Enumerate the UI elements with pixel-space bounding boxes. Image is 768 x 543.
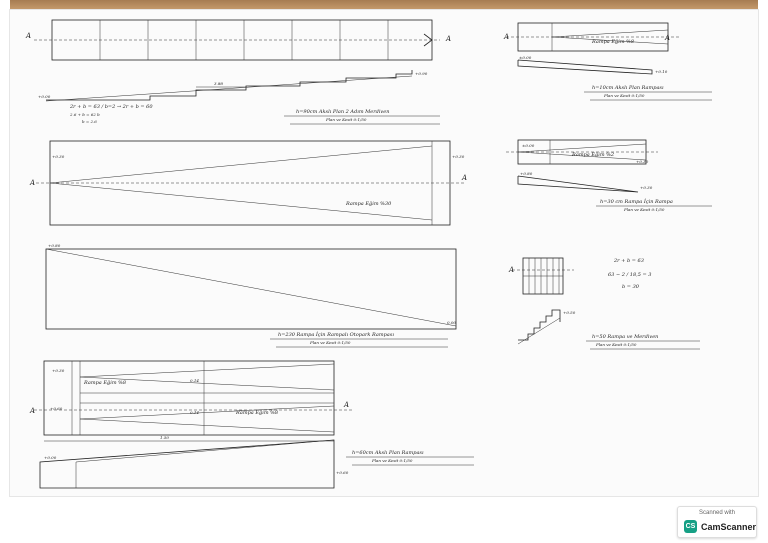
section-axis-label: A (664, 34, 670, 42)
level-label: +0.10 (655, 69, 668, 74)
calc-note: 2.6 + b = 62 b (69, 112, 100, 117)
section-axis-label: A (29, 179, 35, 187)
ramp-large-plan-drawing: A A Rampa Eğim %30 +0.30 +0.30 (29, 140, 467, 226)
level-label: +0.30 (640, 185, 653, 190)
section-axis-label: A (445, 35, 451, 43)
section-axis-label: A (461, 174, 467, 182)
badge-caption: Scanned with (698, 510, 736, 516)
drawing-scale: Plan ve Kesit 0:1/50 (603, 93, 645, 98)
drawing-title: h=50 Rampa ve Merdiven (592, 334, 658, 340)
drawing-title: h=30 cm Rampa İçin Rampa (600, 198, 673, 205)
section-axis-label: A (503, 33, 509, 41)
drawing-scale: Plan ve Kesit 0:1/50 (595, 342, 637, 347)
double-ramp-drawing: A A Rampa Eğim %8 Rampa Eğim %8 +0.60 +0… (29, 360, 474, 489)
dimension-label: 0.14 (190, 378, 199, 383)
ramp-for-ramp-drawing: Rampa Eğim %2 ±0.00 +0.30 +0.80 +0.30 h=… (506, 139, 712, 212)
calc-note: 2r + b = 63 / b=2 → 2r + b = 60 (69, 104, 153, 110)
level-label: +0.60 (336, 470, 349, 475)
table-edge (10, 0, 758, 10)
calc-note: b = 30 (622, 284, 640, 290)
stair-ramp-drawing: A +0.50 2r + b = 63 63 − 2 / 18,5 = 3 b … (508, 257, 700, 350)
ramp-slope-label: Rampa Eğim %8 (235, 409, 278, 416)
parking-ramp-drawing: +0.80 0.00 h=230 Rampa İçin Rampalı Otop… (45, 243, 457, 348)
level-label: ±0.00 (519, 55, 532, 60)
level-label: +0.00 (38, 94, 51, 99)
dimension-label: 3.88 (214, 81, 223, 86)
level-label: +0.30 (52, 154, 65, 159)
dimension-label: 0.14 (190, 410, 199, 415)
level-label: +0.50 (563, 310, 576, 315)
level-label: +0.60 (50, 406, 63, 411)
level-label: +0.30 (52, 368, 65, 373)
level-label: +0.30 (636, 159, 649, 164)
section-axis-label: A (25, 32, 31, 40)
stair-section-drawing: 3.88 +0.90 +0.00 2r + b = 63 / b=2 → 2r … (38, 70, 440, 125)
level-label: 0.00 (447, 320, 456, 325)
dimension-label: 1.50 (160, 435, 169, 440)
calc-note: 63 − 2 / 18,5 = 3 (608, 272, 651, 278)
badge-app-name: CamScanner (701, 521, 757, 532)
camscanner-logo-icon: CS (684, 520, 697, 533)
drawing-sheet (10, 10, 758, 496)
camscanner-badge: Scanned with CS CamScanner (677, 506, 757, 538)
level-label: +0.00 (44, 455, 57, 460)
drawing-scale: Plan ve Kesit 0:1/50 (371, 458, 413, 463)
calc-note: 2r + b = 63 (613, 258, 644, 264)
level-label: +0.80 (48, 243, 61, 248)
drawing-title: h=90cm Akslı Plan 2 Adım Merdiven (296, 109, 389, 115)
ramp-slope-label: Rampa Eğim %8 (591, 38, 634, 45)
ramp-plan-drawing: A A Rampa Eğim %8 ±0.00 +0.10 h=10cm Aks… (503, 22, 712, 101)
stair-plan-drawing: A A (25, 19, 451, 61)
ramp-slope-label: Rampa Eğim %8 (83, 379, 126, 386)
drawing-scale: Plan ve Kesit 0:1/50 (309, 340, 351, 345)
section-axis-label: A (508, 266, 514, 274)
drawing-scale: Plan ve Kesit 0:1/50 (623, 207, 665, 212)
calc-note: b = 2.6 (82, 119, 97, 124)
drawing-scale: Plan ve Kesit 0:1/50 (325, 117, 367, 122)
level-label: +0.90 (415, 71, 428, 76)
ramp-slope-label: Rampa Eğim %30 (345, 200, 392, 207)
section-axis-label: A (343, 401, 349, 409)
ramp-slope-label: Rampa Eğim %2 (571, 151, 614, 158)
drawing-title: h=230 Rampa İçin Rampalı Otopark Rampası (278, 331, 394, 338)
drawing-title: h=10cm Akslı Plan Rampası (592, 85, 664, 91)
section-axis-label: A (29, 407, 35, 415)
level-label: ±0.00 (522, 143, 535, 148)
drawing-title: h=60cm Akslı Plan Rampası (352, 450, 424, 456)
level-label: +0.30 (452, 154, 465, 159)
level-label: +0.80 (520, 171, 533, 176)
